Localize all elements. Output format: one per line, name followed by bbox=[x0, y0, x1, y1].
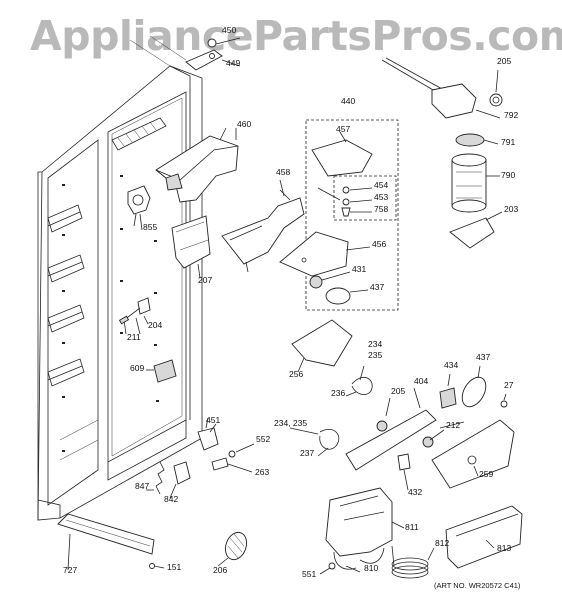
part-callout-449: 449 bbox=[226, 58, 240, 68]
part-callout-151: 151 bbox=[167, 562, 181, 572]
part-callout-234: 234 bbox=[368, 339, 382, 349]
part-callout-453: 453 bbox=[374, 192, 388, 202]
part-callout-847: 847 bbox=[135, 481, 149, 491]
part-callout-551: 551 bbox=[302, 569, 316, 579]
part-callout-457: 457 bbox=[336, 124, 350, 134]
part-callout-205: 205 bbox=[391, 386, 405, 396]
cabinet-liner bbox=[37, 35, 203, 521]
light-shield-part bbox=[171, 215, 211, 279]
hinge-part bbox=[185, 37, 241, 71]
light-socket-part bbox=[127, 185, 151, 231]
lower-hinge-parts bbox=[146, 417, 255, 499]
part-callout-437: 437 bbox=[370, 282, 384, 292]
dispenser-handle-part bbox=[345, 387, 437, 491]
part-callout-212: 212 bbox=[446, 420, 460, 430]
base-grille-part bbox=[57, 513, 165, 571]
part-callout-460: 460 bbox=[237, 119, 251, 129]
part-callout-256: 256 bbox=[289, 369, 303, 379]
part-callout-609: 609 bbox=[130, 363, 144, 373]
part-callout-450: 450 bbox=[222, 25, 236, 35]
valve-cover-part bbox=[445, 505, 523, 569]
part-callout-206: 206 bbox=[213, 565, 227, 575]
part-callout-813: 813 bbox=[497, 543, 511, 553]
part-callout-451: 451 bbox=[206, 415, 220, 425]
air-duct-part bbox=[155, 128, 239, 203]
part-callout-235: 235 bbox=[368, 350, 382, 360]
part-callout-237: 237 bbox=[300, 448, 314, 458]
dispenser-cover-part bbox=[291, 319, 353, 373]
water-valve-assembly bbox=[319, 487, 435, 579]
part-callout-552: 552 bbox=[256, 434, 270, 444]
bulb-parts bbox=[439, 365, 508, 409]
dispenser-housing-part bbox=[221, 189, 305, 273]
part-callout-434: 434 bbox=[444, 360, 458, 370]
part-callout-456: 456 bbox=[372, 239, 386, 249]
part-callout-437: 437 bbox=[476, 352, 490, 362]
part-callout-27: 27 bbox=[504, 380, 514, 390]
leader-lines bbox=[133, 127, 445, 573]
part-callout-758: 758 bbox=[374, 204, 388, 214]
part-callout-204: 204 bbox=[148, 320, 162, 330]
part-callout-811: 811 bbox=[405, 522, 419, 532]
filter-cap-part bbox=[217, 531, 247, 567]
water-filter-assembly bbox=[381, 57, 503, 249]
part-callout-810: 810 bbox=[364, 563, 378, 573]
part-callout-855: 855 bbox=[143, 222, 157, 232]
part-callout-432: 432 bbox=[408, 487, 422, 497]
part-callout-236: 236 bbox=[331, 388, 345, 398]
part-callout-234-235: 234, 235 bbox=[274, 418, 307, 428]
part-callout-203: 203 bbox=[504, 204, 518, 214]
group-440 bbox=[279, 119, 399, 311]
part-callout-263: 263 bbox=[255, 467, 269, 477]
lower-housing-part bbox=[431, 419, 515, 489]
switch-part bbox=[146, 359, 177, 383]
art-number: (ART NO. WR20572 C41) bbox=[434, 581, 521, 590]
callout-labels: 450 449 205 440 792 460 457 791 458 454 790 453 758 2… bbox=[63, 25, 518, 579]
watermark-text: AppliancePartsPros.com bbox=[30, 12, 562, 60]
part-callout-211: 211 bbox=[127, 332, 141, 342]
thermostat-knob-part bbox=[118, 297, 151, 335]
part-callout-207: 207 bbox=[198, 275, 212, 285]
part-callout-440: 440 bbox=[341, 96, 355, 106]
part-callout-812: 812 bbox=[435, 538, 449, 548]
part-callout-790: 790 bbox=[501, 170, 515, 180]
part-callout-792: 792 bbox=[504, 110, 518, 120]
part-callout-842: 842 bbox=[164, 494, 178, 504]
part-callout-259: 259 bbox=[479, 469, 493, 479]
part-callout-404: 404 bbox=[414, 376, 428, 386]
part-callout-205: 205 bbox=[497, 56, 511, 66]
part-callout-431: 431 bbox=[352, 264, 366, 274]
part-callout-727: 727 bbox=[63, 565, 77, 575]
part-callout-454: 454 bbox=[374, 180, 388, 190]
part-callout-791: 791 bbox=[501, 137, 515, 147]
part-callout-458: 458 bbox=[276, 167, 290, 177]
